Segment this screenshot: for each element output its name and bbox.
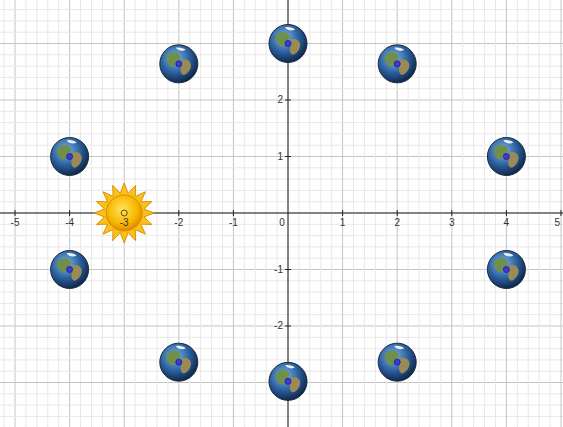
grid-line (0, 213, 563, 214)
earth-icon (51, 138, 89, 176)
x-axis (0, 213, 563, 214)
grid-line (15, 0, 16, 427)
tick-label: -4 (65, 217, 74, 229)
grid-line (0, 405, 563, 406)
tick-mark (397, 210, 398, 216)
sun-symbol (94, 183, 154, 243)
tick-mark (233, 210, 234, 216)
sun-point (121, 210, 127, 216)
grid-line (0, 303, 563, 304)
tick-mark (69, 210, 70, 216)
tick-label: 3 (449, 217, 455, 229)
tick-mark (15, 210, 16, 216)
grid-line (0, 111, 563, 112)
tick-mark (178, 210, 179, 216)
tick-label: -2 (274, 320, 283, 332)
grid-line (0, 359, 563, 360)
tick-label: -3 (120, 217, 129, 229)
earth-icon (269, 362, 307, 400)
grid-line (0, 77, 563, 78)
tick-label: 5 (554, 217, 560, 229)
earth-icon (378, 343, 416, 381)
tick-mark (285, 156, 291, 157)
grid-line (0, 179, 563, 180)
tick-mark (561, 210, 562, 216)
grid-line (0, 20, 563, 21)
earth-icon (378, 45, 416, 83)
tick-label: -5 (11, 217, 20, 229)
grid-line (0, 337, 563, 338)
earth-positions (51, 25, 526, 401)
grid-line (0, 122, 563, 123)
grid-line (561, 0, 562, 427)
earth-icon (269, 25, 307, 63)
grid-line (0, 246, 563, 247)
earth-icon (160, 45, 198, 83)
tick-label: -1 (274, 264, 283, 276)
grid-line (0, 201, 563, 202)
grid-line (0, 416, 563, 417)
sun-disc (106, 195, 142, 231)
tick-label: 0 (279, 217, 285, 229)
grid-line (233, 0, 234, 427)
grid-line (0, 292, 563, 293)
grid-line (0, 314, 563, 315)
grid-line (0, 348, 563, 349)
tick-label: -2 (174, 217, 183, 229)
tick-label: 2 (394, 217, 400, 229)
tick-mark (285, 269, 291, 270)
tick-label: -1 (229, 217, 238, 229)
tick-mark (342, 210, 343, 216)
grid-line (506, 0, 507, 427)
grid-line (0, 88, 563, 89)
tick-mark (451, 210, 452, 216)
tick-label: 4 (504, 217, 510, 229)
tick-mark (285, 326, 291, 327)
earth-icon (487, 138, 525, 176)
grid-line (0, 235, 563, 236)
earth-icon (487, 251, 525, 289)
earth-icon (51, 251, 89, 289)
tick-mark (506, 210, 507, 216)
grid-line (0, 66, 563, 67)
grid-line (342, 0, 343, 427)
tick-label: 1 (277, 151, 283, 163)
tick-mark (285, 100, 291, 101)
grid-line (69, 0, 70, 427)
earth-icon (160, 343, 198, 381)
grid-line (0, 9, 563, 10)
tick-label: 1 (340, 217, 346, 229)
grid-line (0, 190, 563, 191)
grid-line (451, 0, 452, 427)
tick-label: 2 (277, 94, 283, 106)
sun-rays (94, 183, 154, 243)
grid-line (0, 133, 563, 134)
